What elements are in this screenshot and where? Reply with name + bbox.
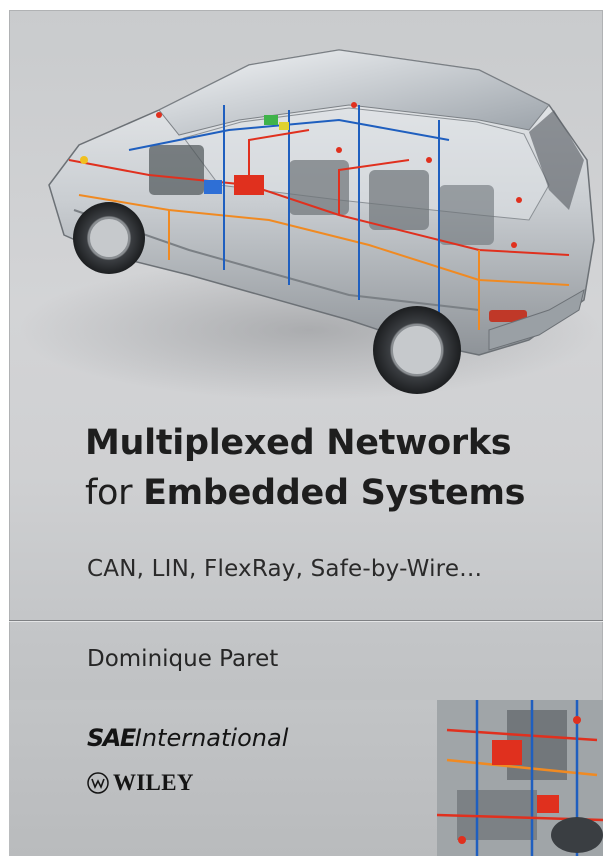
title-line-2-main: Embedded Systems: [143, 473, 526, 513]
divider: [9, 620, 603, 621]
book-cover: Multiplexed Networks for Embedded System…: [9, 10, 603, 856]
wiley-emblem-icon: [87, 772, 109, 794]
sae-international-logo: SAEInternational: [87, 724, 288, 752]
author-name: Dominique Paret: [87, 646, 279, 672]
wiley-logo: WILEY: [87, 770, 194, 796]
cover-illustration: [19, 49, 599, 400]
book-title: Multiplexed Networks for Embedded System…: [85, 418, 585, 518]
title-line-2: for Embedded Systems: [85, 468, 585, 518]
sae-wordmark: International: [134, 724, 289, 752]
title-line-1: Multiplexed Networks: [85, 423, 512, 463]
sae-mark: SAE: [87, 724, 136, 752]
wiley-wordmark: WILEY: [113, 770, 194, 795]
inset-illustration: [437, 700, 603, 856]
title-line-2-prefix: for: [85, 473, 133, 513]
book-subtitle: CAN, LIN, FlexRay, Safe-by-Wire…: [87, 556, 483, 582]
